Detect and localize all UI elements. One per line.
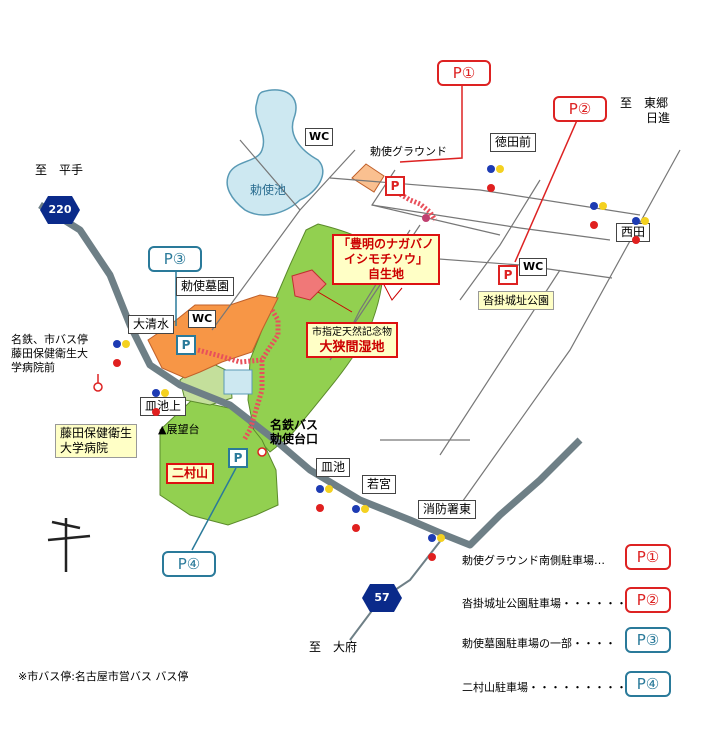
signal-east bbox=[590, 195, 616, 229]
route-220-label: 220 bbox=[48, 203, 72, 216]
katsukai-pond bbox=[226, 89, 324, 216]
signal-oshimizu bbox=[113, 333, 139, 367]
sarakegami-label: 皿池上 bbox=[140, 397, 187, 416]
signal-tokudamae bbox=[487, 158, 513, 192]
sara-ike-label: 皿池 bbox=[316, 458, 351, 477]
poi-dot bbox=[422, 214, 430, 222]
legend-text-1: 勅使グラウンド南側駐車場… bbox=[462, 554, 605, 567]
pond-label: 勅使池 bbox=[250, 183, 287, 197]
pool bbox=[223, 369, 253, 395]
parking-marker-p2[interactable]: P bbox=[498, 265, 518, 285]
nimurayama-label: 二村山 bbox=[166, 463, 215, 484]
signal-sarakegami bbox=[152, 382, 178, 416]
bus-stop-marker-2 bbox=[257, 447, 267, 457]
nishida-label: 西田 bbox=[616, 223, 651, 242]
to-togo: 至 東郷 bbox=[620, 96, 669, 110]
signal-wakamiya bbox=[352, 498, 378, 532]
legend-text-2: 沓掛城址公園駐車場・・・・・・ bbox=[462, 597, 627, 610]
wakamiya-label: 若宮 bbox=[362, 475, 397, 494]
north-arrow bbox=[47, 518, 91, 572]
callout-wetland bbox=[317, 291, 353, 313]
shobo-label: 消防署東 bbox=[418, 500, 477, 519]
arrow-p2 bbox=[514, 117, 579, 263]
highway bbox=[38, 202, 583, 549]
legend-code-1: P① bbox=[625, 544, 671, 570]
legend-code-3: P③ bbox=[625, 627, 671, 653]
wetland-big-label: 大狭間湿地 bbox=[319, 340, 385, 355]
legend-code-2: P② bbox=[625, 587, 671, 613]
nagaba-callout: 「豊明のナガバノ イシモチソウ」 自生地 bbox=[332, 234, 441, 285]
cemetery-label: 勅使墓園 bbox=[176, 277, 235, 296]
p2-callout[interactable]: P② bbox=[553, 96, 607, 122]
observatory-label: ▲展望台 bbox=[158, 423, 200, 436]
ground-area bbox=[351, 163, 385, 193]
to-nisshin: 日進 bbox=[646, 111, 671, 125]
bus-stop-label: 名鉄、市バス停 藤田保健衛生大 学病院前 bbox=[11, 333, 88, 374]
parking-marker-p1[interactable]: P bbox=[385, 176, 405, 196]
wc-pond: WC bbox=[305, 128, 334, 146]
arrow-p4 bbox=[191, 467, 237, 551]
fujita-hospital-label: 藤田保健衛生 大学病院 bbox=[55, 424, 138, 458]
legend-text-4: 二村山駐車場・・・・・・・・・・・ bbox=[462, 681, 649, 694]
wc-cemetery: WC bbox=[188, 310, 217, 328]
route-220-hex bbox=[40, 196, 80, 224]
footnote: ※市バス停:名古屋市営バス バス停 bbox=[18, 670, 189, 683]
trail-south bbox=[197, 308, 281, 442]
p1-callout[interactable]: P① bbox=[437, 60, 491, 86]
legend-code-4: P④ bbox=[625, 671, 671, 697]
signal-sara-ike bbox=[316, 478, 342, 512]
ground-label: 勅使グラウンド bbox=[370, 145, 447, 158]
cemetery-area bbox=[147, 294, 279, 379]
signal-nishida bbox=[632, 210, 658, 244]
wetland-callout: 市指定天然記念物 大狭間湿地 bbox=[306, 322, 398, 358]
signal-shobo bbox=[428, 527, 454, 561]
parking-marker-p3[interactable]: P bbox=[176, 335, 196, 355]
arrow-p1 bbox=[399, 86, 463, 163]
route-57-hex bbox=[362, 584, 402, 612]
wc-park: WC bbox=[519, 258, 548, 276]
parking-marker-p4[interactable]: P bbox=[228, 448, 248, 468]
oshimizu-label: 大清水 bbox=[128, 315, 175, 334]
p4-callout[interactable]: P④ bbox=[162, 551, 216, 577]
shiro-park-label: 沓掛城址公園 bbox=[478, 291, 554, 310]
tokudamae-label: 徳田前 bbox=[490, 133, 537, 152]
wetland-small-label: 市指定天然記念物 bbox=[312, 327, 392, 338]
route-57-label: 57 bbox=[374, 591, 390, 604]
legend-text-3: 勅使墓園駐車場の一部・・・・ bbox=[462, 637, 616, 650]
meitetsu-bus-label: 名鉄バス 勅使台口 bbox=[270, 418, 319, 446]
to-hirate: 至 平手 bbox=[35, 163, 84, 177]
to-obu: 至 大府 bbox=[309, 640, 358, 654]
bus-stop-marker bbox=[93, 382, 103, 392]
p3-callout[interactable]: P③ bbox=[148, 246, 202, 272]
